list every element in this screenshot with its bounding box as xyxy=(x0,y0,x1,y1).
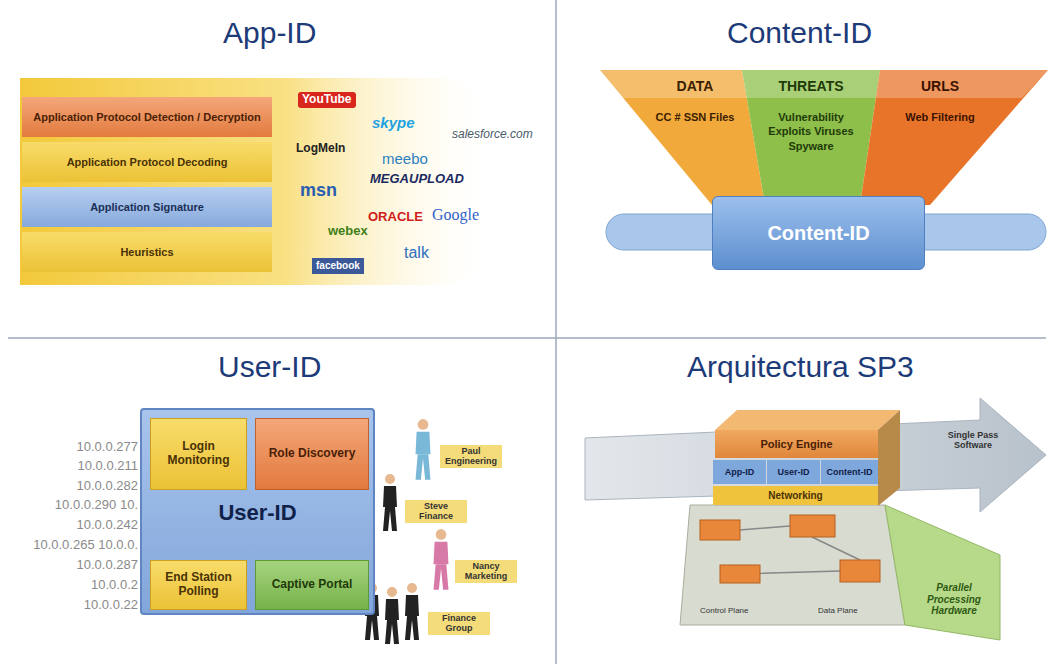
protocol-layer: Application Protocol Decoding xyxy=(22,142,272,182)
chip xyxy=(720,565,760,583)
person-figure xyxy=(385,587,399,644)
protocol-layer: Heuristics xyxy=(22,232,272,272)
threats-band: THREATS Vulnerability Exploits Viruses Sp… xyxy=(755,72,867,182)
node-title: Heuristics xyxy=(120,246,173,259)
node-body: Vulnerability Exploits Viruses Spyware xyxy=(760,110,862,153)
hardware-board xyxy=(680,505,905,625)
single-pass-arrow xyxy=(585,398,1046,512)
person-tag: Nancy Marketing xyxy=(455,560,517,583)
node-title: Captive Portal xyxy=(272,578,353,592)
ip-address: 10.0.0.277 xyxy=(77,440,138,455)
method-box: Role Discovery xyxy=(255,418,369,490)
app-logo: MEGAUPLOAD xyxy=(370,172,464,187)
node-title: Login Monitoring xyxy=(156,440,241,468)
node-title: URLS xyxy=(921,78,959,94)
chip xyxy=(700,520,740,540)
ip-address: 10.0.0.265 10.0.0. xyxy=(33,538,138,553)
app-logo: talk xyxy=(404,244,429,262)
app-logo: meebo xyxy=(382,150,428,167)
user-id-box: User-ID Login Monitoring Role DiscoveryEnd… xyxy=(140,408,375,615)
ip-address: 10.0.0.290 10. xyxy=(55,498,138,513)
node-title: Application Protocol Decoding xyxy=(67,156,228,169)
person-tag: Paul Engineering xyxy=(440,445,502,468)
plane-label: Control Plane xyxy=(700,606,748,615)
ip-address: 10.0.0.282 xyxy=(77,479,138,494)
method-box: Captive Portal xyxy=(255,560,369,610)
node-title: Networking xyxy=(768,490,822,502)
funnel-header xyxy=(600,70,1048,98)
app-logo: webex xyxy=(328,224,368,239)
node-title: User-ID xyxy=(777,467,809,477)
data-band: DATA CC # SSN Files xyxy=(640,72,750,182)
protocol-layer: Application Protocol Detection / Decrypt… xyxy=(22,97,272,137)
divider xyxy=(8,337,1046,339)
node-title: Role Discovery xyxy=(269,447,356,461)
divider xyxy=(555,0,557,664)
chip xyxy=(840,560,880,582)
person-figure xyxy=(405,583,419,640)
app-logo: YouTube xyxy=(298,92,356,108)
person-tag: Steve Finance xyxy=(405,500,467,523)
node-title: End Station Polling xyxy=(156,571,241,599)
ip-address: 10.0.0.2 xyxy=(91,578,138,593)
node-title: Application Protocol Detection / Decrypt… xyxy=(33,111,260,124)
protocol-layer: Application Signature xyxy=(22,187,272,227)
urls-band: URLS Web Filtering xyxy=(880,72,1000,182)
function-layer: User-ID xyxy=(767,460,820,484)
app-logo: ORACLE xyxy=(368,210,423,225)
policy-engine-layer: Policy Engine xyxy=(715,430,878,458)
node-body: CC # SSN Files xyxy=(656,110,735,124)
content-id-engine: Content-ID xyxy=(712,196,925,270)
chip xyxy=(790,515,835,537)
ip-address: 10.0.0.22 xyxy=(84,598,138,613)
networking-layer: Networking xyxy=(713,486,878,505)
person-figure xyxy=(383,474,397,531)
node-title: App-ID xyxy=(725,467,755,477)
quadrant-heading: User-ID xyxy=(218,350,321,385)
ip-address: 10.0.0.287 xyxy=(77,558,138,573)
ip-address: 10.0.0.211 xyxy=(78,459,138,474)
node-body: Web Filtering xyxy=(905,110,974,124)
node-title: DATA xyxy=(677,78,714,94)
node-title: Policy Engine xyxy=(760,438,832,451)
function-layer: App-ID xyxy=(713,460,766,484)
app-logo: Google xyxy=(432,206,479,224)
function-layer: Content-ID xyxy=(821,460,878,484)
node-title: Application Signature xyxy=(90,201,204,214)
stack-top xyxy=(715,410,900,430)
stack-side xyxy=(878,410,900,506)
person-figure xyxy=(416,419,431,480)
hardware-label: Parallel Processing Hardware xyxy=(912,582,996,617)
plane-label: Data Plane xyxy=(818,606,858,615)
data-stream xyxy=(20,78,500,285)
quadrant-heading: App-ID xyxy=(223,16,316,51)
quadrant-heading: Arquitectura SP3 xyxy=(687,350,914,385)
node-title: Content-ID xyxy=(767,222,869,245)
arrow-label: Single Pass Software xyxy=(945,430,1001,451)
app-logo: msn xyxy=(300,180,337,201)
person-figure xyxy=(434,529,449,590)
method-box: Login Monitoring xyxy=(150,418,247,490)
app-logo: salesforce.com xyxy=(452,128,533,142)
node-title: User-ID xyxy=(142,500,373,525)
app-logo: skype xyxy=(372,114,415,131)
app-logo: LogMeIn xyxy=(296,142,345,156)
node-title: THREATS xyxy=(778,78,843,94)
ip-address: 10.0.0.242 xyxy=(77,518,138,533)
app-logo: facebook xyxy=(312,258,364,274)
method-box: End Station Polling xyxy=(150,560,247,610)
person-tag: Finance Group xyxy=(428,612,490,635)
node-title: Content-ID xyxy=(827,467,873,477)
quadrant-heading: Content-ID xyxy=(727,16,872,51)
hardware-band xyxy=(885,505,1000,640)
